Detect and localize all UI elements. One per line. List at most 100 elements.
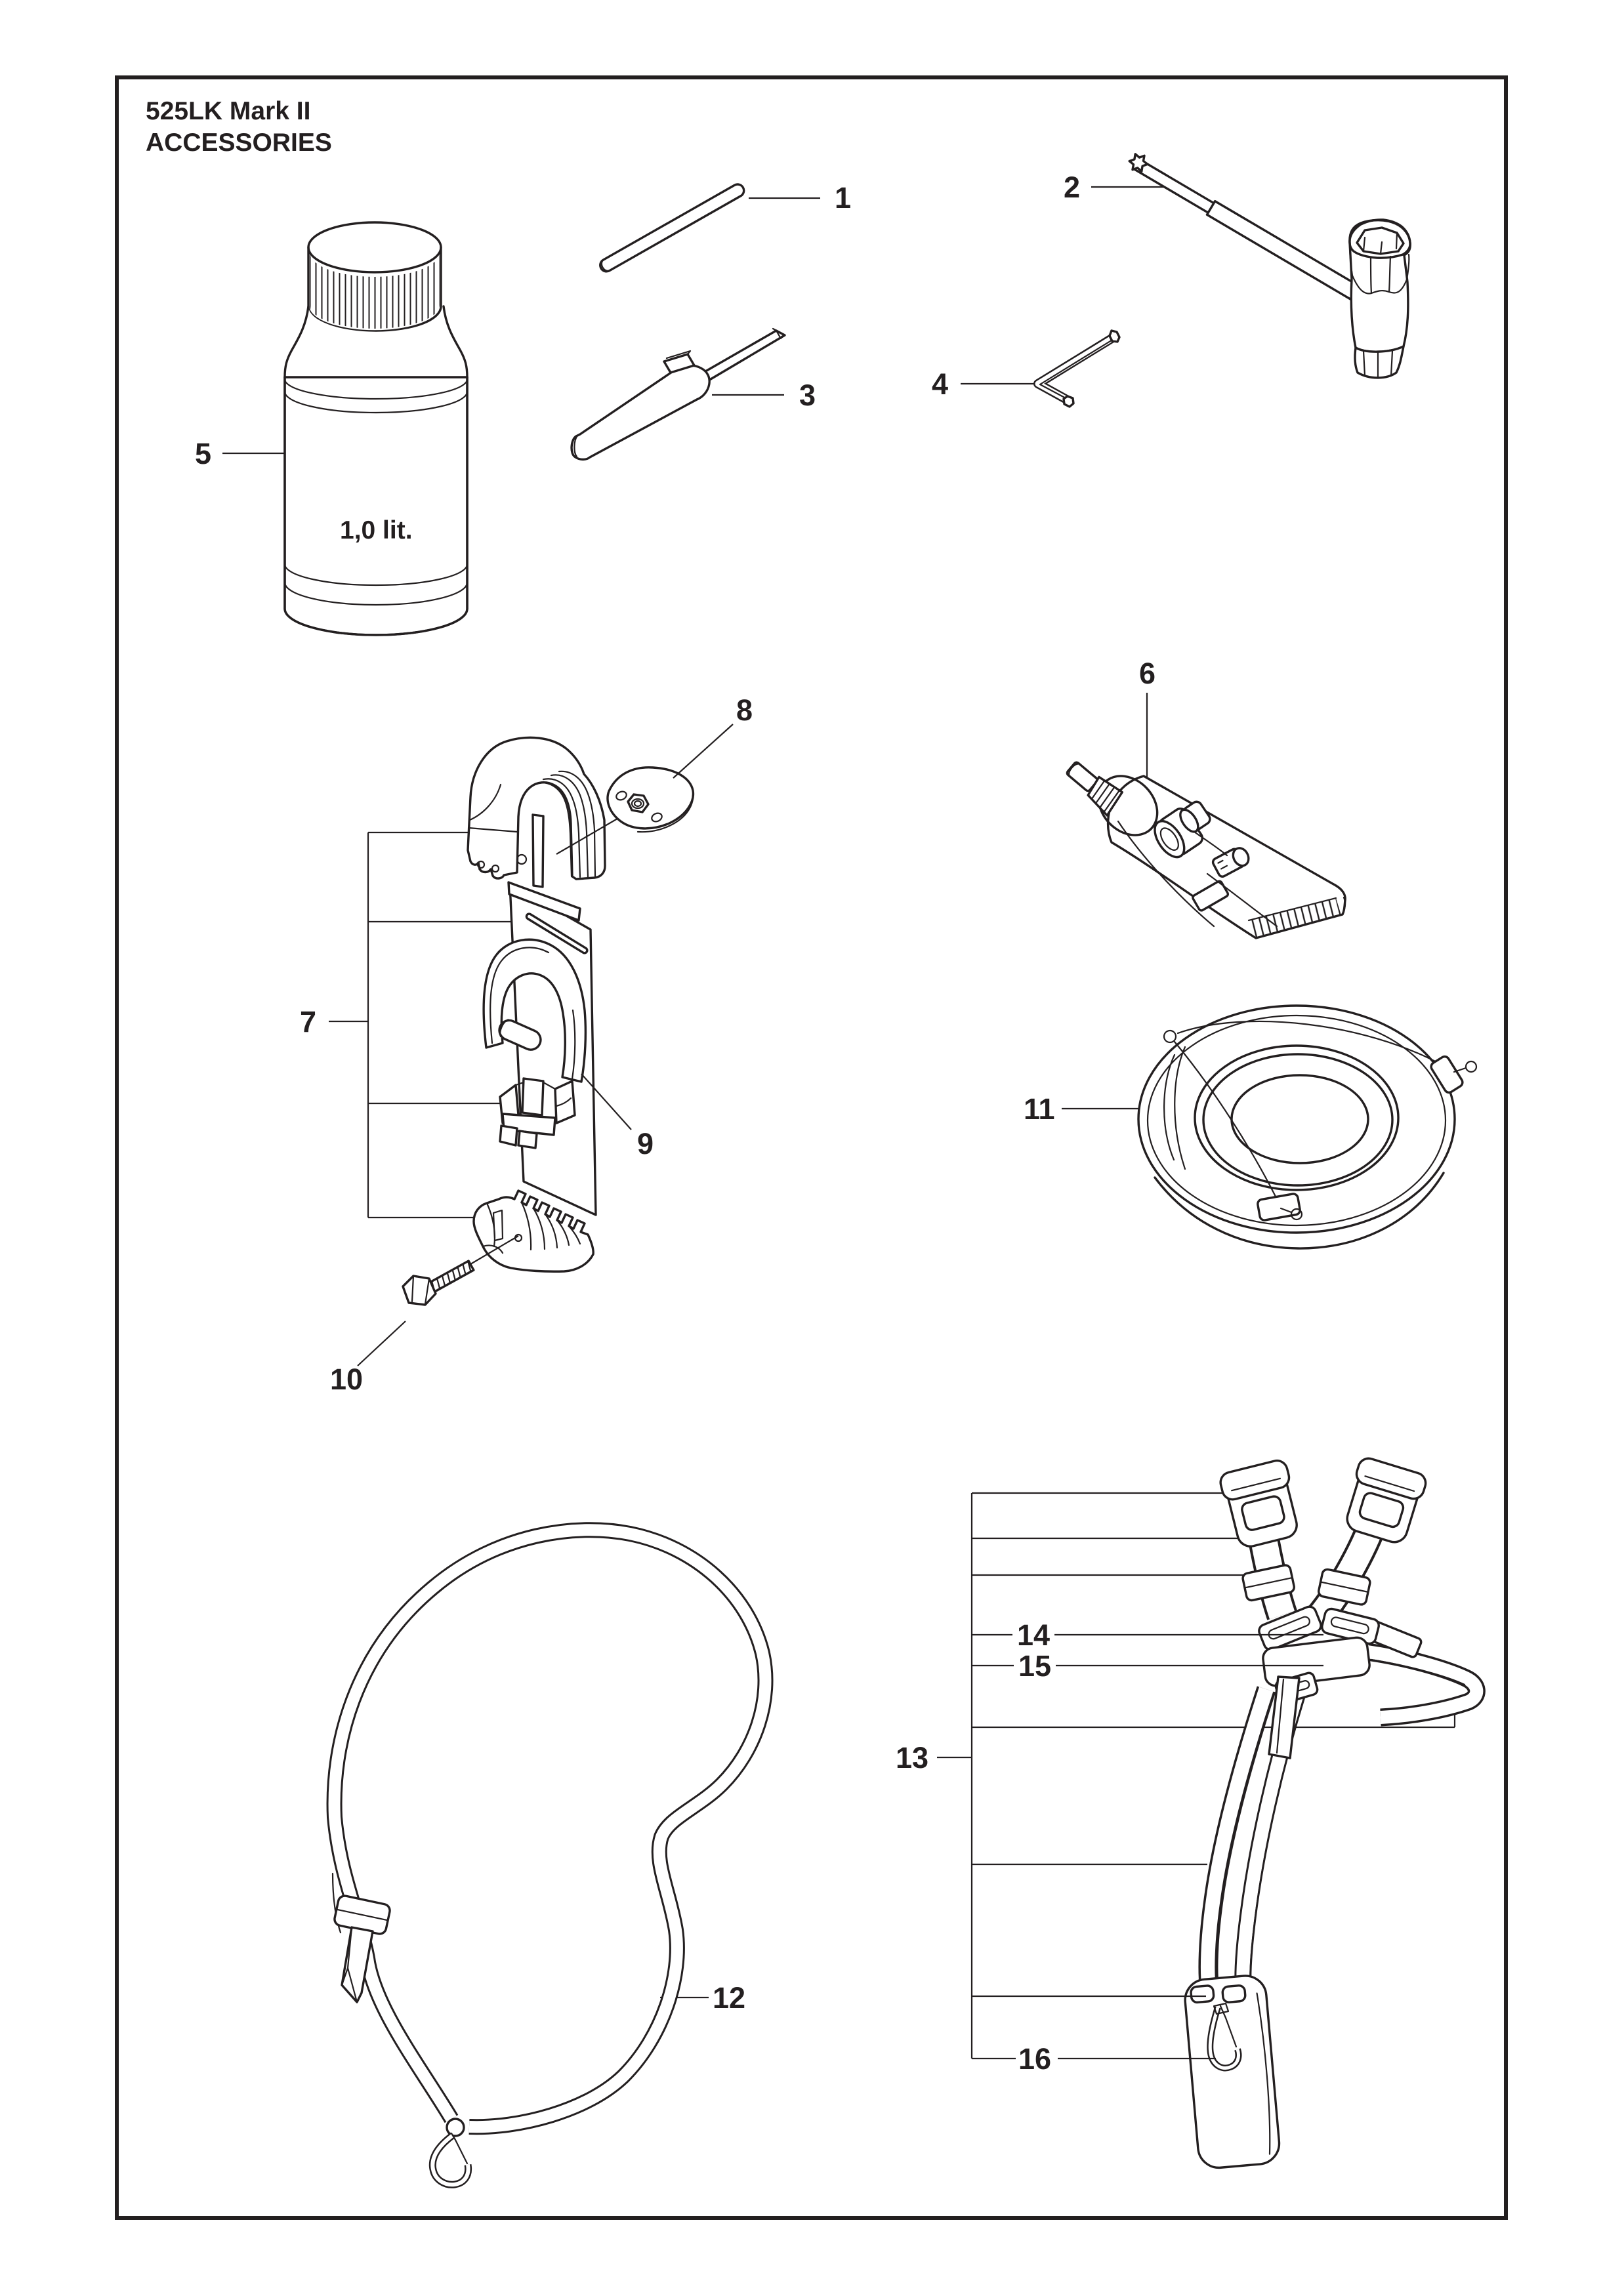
socket-scallop: [1351, 274, 1408, 295]
harness-loop-white: [1366, 1645, 1484, 1724]
harness-triglide-right-slot: [1330, 1616, 1369, 1635]
wrench-shaft-sleeve: [1205, 199, 1365, 303]
part-12-shoulder-strap-illustration: [326, 1522, 774, 2188]
d-ring-pin-end: [499, 1019, 509, 1038]
upper-clamp-tab-hole-1: [476, 860, 486, 869]
coil-clip-bottom-tail: [1280, 1207, 1293, 1214]
nut-plate-hex: [627, 793, 650, 813]
bolt-head: [402, 1275, 437, 1306]
harness-pad: [1262, 1636, 1371, 1687]
bracket-lines-7: [329, 831, 525, 1219]
socket-hex-depth: [1362, 232, 1398, 255]
harness-hook-gate: [1213, 2002, 1238, 2048]
part-13-harness-illustration: [937, 1457, 1486, 2169]
part-11-line-coil-illustration: [1062, 1004, 1478, 1250]
part-4-hex-key-illustration: [961, 329, 1121, 408]
tool-clip-edge: [665, 350, 692, 359]
bolt-head-facets: [411, 1275, 430, 1305]
bottle-body: [283, 376, 468, 636]
coil-bail-wires: [1173, 1020, 1442, 1203]
harness-buckle-right-slot: [1358, 1492, 1405, 1528]
grease-crimp-hatch: [1249, 898, 1341, 938]
d-ring-pin: [498, 1019, 542, 1051]
leader-lines-13-over: [972, 1633, 1323, 2060]
coil-clip-bottom: [1257, 1193, 1301, 1221]
hex-key-end-long: [1108, 329, 1121, 343]
nut-plate-thread-2: [633, 800, 642, 808]
leader-line-9: [581, 1073, 632, 1130]
grease-art-curves: [1117, 820, 1278, 928]
harness-strap-a-white: [1200, 1687, 1274, 1989]
callout-10: 10: [330, 1363, 363, 1396]
harness-buckle-left-slot: [1241, 1495, 1285, 1531]
tool-blade-bevel: [772, 327, 786, 340]
harness-buckle-left-bar: [1231, 1477, 1281, 1492]
callout-16: 16: [1018, 2042, 1051, 2076]
d-ring-contours: [489, 947, 576, 1080]
part-7-hanger-assembly-illustration: [329, 724, 734, 1366]
grease-art: [1117, 800, 1278, 928]
axis-line-10: [467, 1235, 519, 1267]
insert-detail: [514, 1081, 572, 1107]
tool-clip: [663, 353, 696, 374]
tool-handle: [570, 364, 711, 461]
coil-clip-right-tail: [1453, 1067, 1467, 1073]
callout-9: 9: [637, 1127, 654, 1160]
lower-clamp-slot: [482, 1202, 504, 1254]
callout-13: 13: [896, 1741, 928, 1774]
coil-inner-face-2: [1202, 1053, 1394, 1187]
harness-plate-slot-right: [1221, 1984, 1247, 2003]
nut-plate: [606, 766, 695, 830]
callout-11: 11: [1024, 1092, 1055, 1126]
page-title-section: ACCESSORIES: [146, 129, 332, 157]
insert-piece: [499, 1077, 576, 1149]
grease-cap-ribs: [1091, 780, 1120, 813]
leader-line-10: [357, 1321, 406, 1366]
hex-key-edge: [1039, 338, 1115, 401]
nut-plate-hole-right: [651, 812, 663, 823]
harness-free-tail: [1268, 1675, 1301, 1759]
grease-art-gear-face: [1154, 820, 1186, 859]
bottle-neck-fill: [285, 306, 467, 377]
d-ring: [482, 938, 587, 1083]
strap-fold-edge: [331, 1872, 342, 1934]
harness-plate-slot-left: [1190, 1984, 1215, 2004]
coil-bottom-edge: [1154, 1172, 1445, 1250]
harness-plate-edge: [1256, 1992, 1271, 2155]
strap-hook-white: [430, 2133, 470, 2187]
hex-key-white: [1035, 333, 1118, 404]
socket-hex-rim: [1348, 218, 1411, 259]
coil-clip-right-loop: [1465, 1060, 1478, 1073]
harness-loop-edge: [1370, 1658, 1466, 1686]
leader-line-8: [673, 724, 734, 779]
strap-hook-ring: [446, 2118, 465, 2137]
callout-labels: 1 2 3 4 5 6 7 8 9 10 11 12 13 14 15 16: [195, 171, 1156, 2076]
hanger-t-stem: [531, 813, 545, 888]
tube-end-cap: [600, 260, 609, 272]
nut-plate-thread-1: [631, 798, 645, 810]
hanger-t-bar: [507, 881, 581, 922]
page-title-model: 525LK Mark II: [146, 97, 310, 125]
bracket-lines-13: [937, 1492, 1456, 2059]
callout-14: 14: [1017, 1618, 1050, 1652]
socket-collar: [1354, 345, 1405, 379]
callout-4: 4: [932, 367, 948, 401]
grease-art-clamp-detail: [1217, 859, 1228, 870]
lower-clamp-ribs: [520, 1201, 581, 1251]
bottle-label-lines: [283, 378, 468, 606]
grease-art-pad: [1192, 880, 1230, 912]
socket-facets: [1348, 243, 1410, 295]
tube-outline: [599, 183, 745, 273]
bottle-body-fill: [283, 376, 468, 636]
hanger-pivot-rod: [525, 912, 589, 954]
bottle-cap-hatch: [310, 253, 440, 329]
coil-clip-right: [1430, 1055, 1464, 1094]
strap-white: [328, 1524, 772, 2133]
insert-fin: [521, 1077, 545, 1117]
callout-6: 6: [1139, 657, 1156, 690]
part-1-tube-illustration: [599, 183, 820, 273]
coil-spiral-lines: [1163, 1046, 1186, 1170]
harness-hook-white: [1208, 2007, 1241, 2070]
harness-free-tail-crease: [1276, 1678, 1285, 1754]
